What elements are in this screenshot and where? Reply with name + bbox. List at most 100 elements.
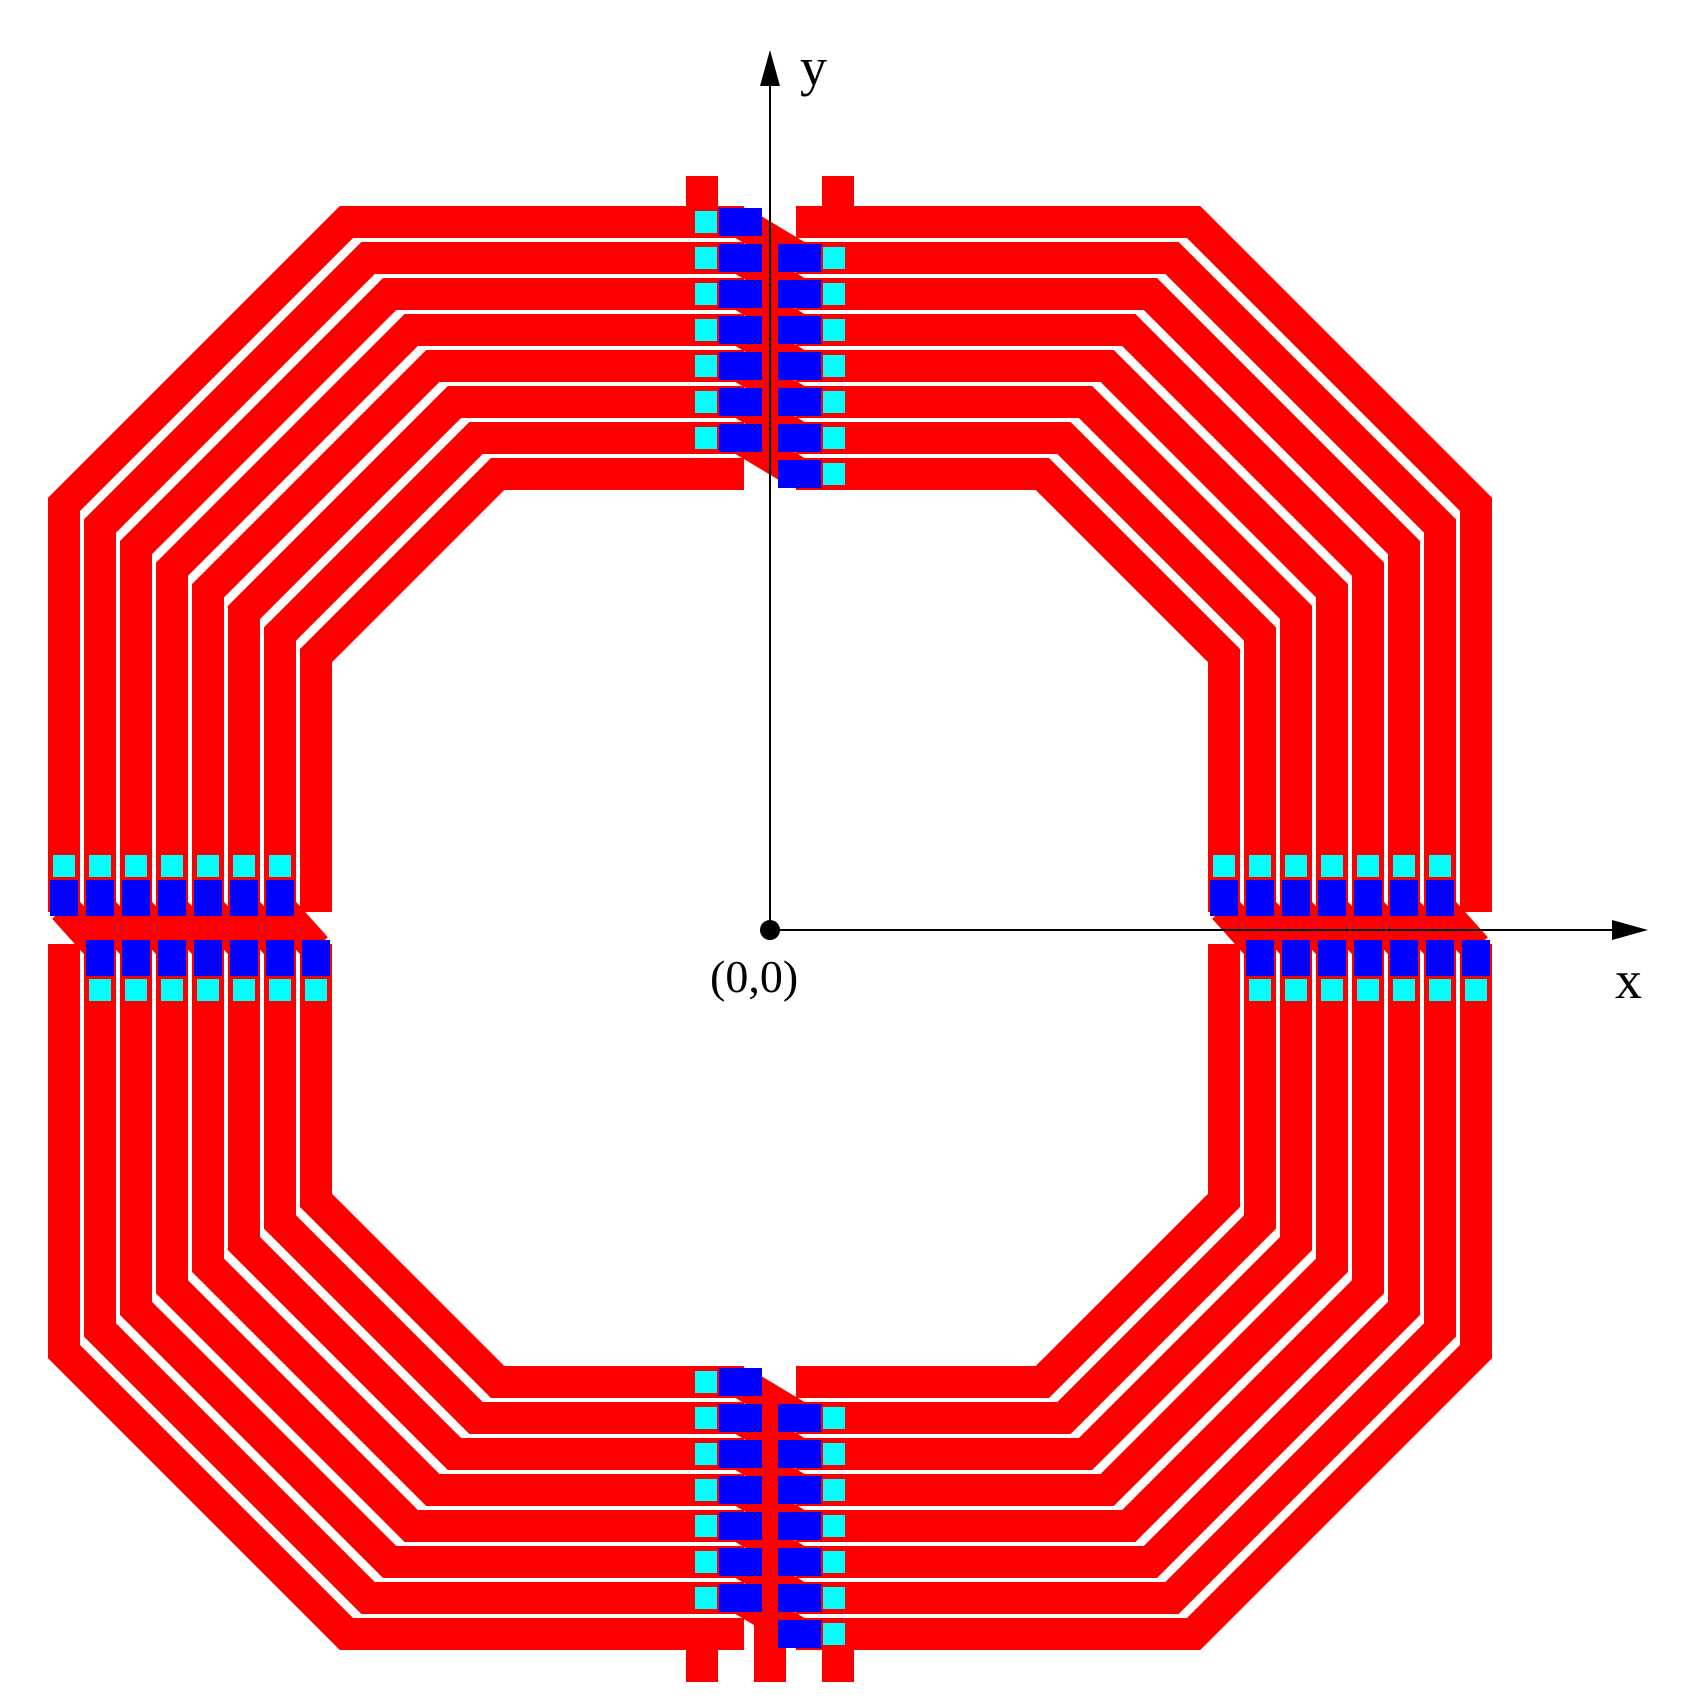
metal-windings bbox=[44, 176, 1496, 1682]
left-lower-underpass-5 bbox=[230, 940, 258, 976]
top-left-underpass-1 bbox=[718, 208, 762, 236]
right-upper-via-2 bbox=[1391, 853, 1417, 879]
right-upper-underpass-4 bbox=[1318, 880, 1346, 916]
top-left-via-5 bbox=[693, 353, 719, 379]
top-right-via-1 bbox=[821, 245, 847, 271]
left-upper-via-3 bbox=[123, 853, 149, 879]
top-right-via-7 bbox=[821, 461, 847, 487]
right-lower-via-4 bbox=[1355, 977, 1381, 1003]
right-lower-underpass-2 bbox=[1426, 940, 1454, 976]
right-lower-underpass-7 bbox=[1246, 940, 1274, 976]
left-lower-via-4 bbox=[195, 977, 221, 1003]
left-upper-underpass-3 bbox=[122, 880, 150, 916]
top-left-via-4 bbox=[693, 317, 719, 343]
bottom-right-via-6 bbox=[821, 1441, 847, 1467]
left-lower-underpass-6 bbox=[266, 940, 294, 976]
right-lower-underpass-3 bbox=[1390, 940, 1418, 976]
right-lower-via-3 bbox=[1391, 977, 1417, 1003]
left-lower-via-6 bbox=[267, 977, 293, 1003]
bottom-left-underpass-2 bbox=[718, 1548, 762, 1576]
top-left-underpass-2 bbox=[718, 244, 762, 272]
right-lower-via-7 bbox=[1247, 977, 1273, 1003]
left-upper-via-7 bbox=[267, 853, 293, 879]
bottom-right-via-5 bbox=[821, 1477, 847, 1503]
bottom-left-via-3 bbox=[693, 1513, 719, 1539]
top-right-underpass-7 bbox=[778, 460, 822, 488]
left-upper-underpass-4 bbox=[158, 880, 186, 916]
coordinate-axes: x y (0,0) bbox=[710, 37, 1648, 1010]
top-left-underpass-7 bbox=[718, 424, 762, 452]
bottom-right-underpass-3 bbox=[778, 1548, 822, 1576]
bottom-right-via-7 bbox=[821, 1405, 847, 1431]
right-lower-via-2 bbox=[1427, 977, 1453, 1003]
winding-turn-3 bbox=[120, 278, 1420, 1578]
right-lower-underpass-6 bbox=[1282, 940, 1310, 976]
top-right-underpass-5 bbox=[778, 388, 822, 416]
top-right-underpass-3 bbox=[778, 316, 822, 344]
bottom-right-via-3 bbox=[821, 1549, 847, 1575]
left-upper-underpass-2 bbox=[86, 880, 114, 916]
bottom-right-underpass-4 bbox=[778, 1512, 822, 1540]
bottom-left-via-6 bbox=[693, 1405, 719, 1431]
right-upper-via-4 bbox=[1319, 853, 1345, 879]
bottom-left-via-7 bbox=[693, 1369, 719, 1395]
right-lower-underpass-1 bbox=[1462, 940, 1490, 976]
underpass-crossings bbox=[50, 208, 1490, 1648]
top-right-via-4 bbox=[821, 353, 847, 379]
right-upper-via-6 bbox=[1247, 853, 1273, 879]
left-lower-via-7 bbox=[303, 977, 329, 1003]
left-upper-underpass-5 bbox=[194, 880, 222, 916]
top-right-via-6 bbox=[821, 425, 847, 451]
bottom-port-terminal-left bbox=[686, 1620, 718, 1682]
bottom-right-underpass-1 bbox=[778, 1620, 822, 1648]
bottom-right-underpass-7 bbox=[778, 1404, 822, 1432]
right-upper-underpass-1 bbox=[1426, 880, 1454, 916]
top-left-underpass-4 bbox=[718, 316, 762, 344]
top-right-via-2 bbox=[821, 281, 847, 307]
winding-turn-2 bbox=[84, 242, 1456, 1614]
right-upper-via-3 bbox=[1355, 853, 1381, 879]
bottom-right-via-1 bbox=[821, 1621, 847, 1647]
top-right-underpass-4 bbox=[778, 352, 822, 380]
top-port-terminal-right bbox=[822, 176, 854, 238]
right-upper-underpass-2 bbox=[1390, 880, 1418, 916]
bottom-left-underpass-6 bbox=[718, 1404, 762, 1432]
x-axis-arrowhead bbox=[1612, 920, 1648, 940]
right-upper-underpass-6 bbox=[1246, 880, 1274, 916]
bottom-right-underpass-6 bbox=[778, 1440, 822, 1468]
left-lower-underpass-4 bbox=[194, 940, 222, 976]
top-left-via-1 bbox=[693, 209, 719, 235]
right-upper-via-1 bbox=[1427, 853, 1453, 879]
top-right-underpass-1 bbox=[778, 244, 822, 272]
bottom-left-underpass-5 bbox=[718, 1440, 762, 1468]
bottom-left-via-2 bbox=[693, 1549, 719, 1575]
bottom-right-via-4 bbox=[821, 1513, 847, 1539]
right-upper-underpass-5 bbox=[1282, 880, 1310, 916]
left-upper-via-2 bbox=[87, 853, 113, 879]
left-lower-via-1 bbox=[87, 977, 113, 1003]
left-upper-underpass-1 bbox=[50, 880, 78, 916]
left-upper-via-5 bbox=[195, 853, 221, 879]
y-axis-label: y bbox=[800, 37, 827, 97]
left-upper-underpass-6 bbox=[230, 880, 258, 916]
bottom-left-underpass-4 bbox=[718, 1476, 762, 1504]
bottom-right-via-2 bbox=[821, 1585, 847, 1611]
right-lower-via-5 bbox=[1319, 977, 1345, 1003]
right-lower-underpass-5 bbox=[1318, 940, 1346, 976]
top-right-underpass-6 bbox=[778, 424, 822, 452]
left-lower-via-3 bbox=[159, 977, 185, 1003]
winding-turn-8 bbox=[300, 458, 1240, 1398]
top-left-via-6 bbox=[693, 389, 719, 415]
bottom-left-underpass-1 bbox=[718, 1584, 762, 1612]
winding-turn-7 bbox=[264, 422, 1276, 1434]
left-lower-underpass-2 bbox=[122, 940, 150, 976]
winding-turn-6 bbox=[228, 386, 1312, 1470]
winding-turn-5 bbox=[192, 350, 1348, 1506]
bottom-left-via-5 bbox=[693, 1441, 719, 1467]
bottom-right-underpass-5 bbox=[778, 1476, 822, 1504]
top-left-via-7 bbox=[693, 425, 719, 451]
left-lower-underpass-7 bbox=[302, 940, 330, 976]
left-upper-via-4 bbox=[159, 853, 185, 879]
left-upper-via-6 bbox=[231, 853, 257, 879]
